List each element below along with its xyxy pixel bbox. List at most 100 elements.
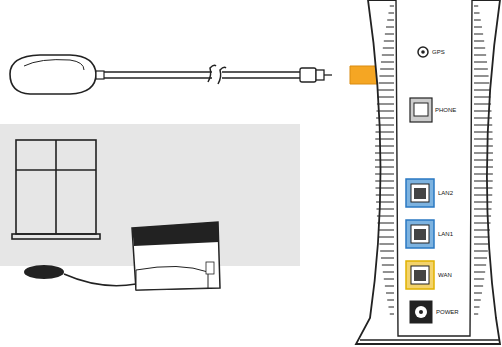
room-wall [0,124,300,266]
housing-rib [388,307,394,308]
housing-rib [390,6,394,7]
housing-rib [474,139,493,140]
housing-rib [474,146,493,147]
housing-rib [474,167,493,168]
housing-rib [474,209,492,210]
housing-rib [376,111,394,112]
housing-rib [474,223,491,224]
housing-rib [474,153,493,154]
housing-rib [474,69,488,70]
housing-rib [375,132,394,133]
housing-rib [387,300,394,301]
gps-port [418,47,428,57]
housing-rib [375,160,394,161]
housing-rib [377,104,394,105]
housing-rib [474,125,492,126]
router-housing [356,0,500,344]
lan2-port [406,179,434,207]
housing-rib [386,293,394,294]
housing-rib [474,300,481,301]
housing-rib [474,20,481,21]
housing-rib [375,167,394,168]
housing-rib [474,111,492,112]
housing-rib [474,244,489,245]
housing-rib [474,307,480,308]
housing-rib [376,209,394,210]
housing-rib [474,265,486,266]
cable-connector [300,68,332,82]
housing-rib [383,272,394,273]
housing-rib [474,132,493,133]
housing-rib [377,97,394,98]
lan1-port [406,220,434,248]
housing-rib [474,202,492,203]
power-port [410,301,432,323]
housing-rib [474,83,489,84]
housing-rib [376,195,394,196]
housing-rib [384,41,394,42]
housing-rib [474,230,490,231]
housing-rib [474,174,493,175]
housing-rib [474,97,491,98]
housing-rib [474,48,485,49]
housing-rib [384,279,394,280]
housing-rib [474,104,491,105]
housing-rib [474,27,482,28]
housing-rib [375,181,394,182]
housing-rib [379,76,394,77]
port-label: WAN [438,272,452,278]
housing-rib [382,265,394,266]
housing-rib [375,153,394,154]
housing-rib [474,251,488,252]
housing-rib [474,76,489,77]
housing-rib [474,160,493,161]
housing-rib [474,293,482,294]
router-small [132,222,220,290]
housing-rib [474,55,486,56]
housing-rib [385,286,394,287]
housing-rib [378,230,394,231]
housing-rib [375,139,394,140]
port-label: LAN1 [438,231,453,237]
housing-rib [381,62,394,63]
gps-antenna [10,55,104,94]
port-label: LAN2 [438,190,453,196]
housing-rib [378,90,394,91]
housing-rib [474,216,491,217]
housing-rib [474,118,492,119]
housing-rib [474,34,483,35]
housing-rib [380,69,394,70]
housing-rib [376,202,394,203]
housing-rib [387,20,394,21]
housing-rib [390,314,394,315]
housing-rib [375,188,394,189]
housing-rib [474,286,483,287]
port-label: PHONE [435,107,456,113]
housing-rib [379,237,394,238]
housing-rib [377,223,394,224]
wan-port [406,261,434,289]
housing-rib [474,62,487,63]
housing-rib [375,146,394,147]
housing-rib [379,83,394,84]
housing-rib [474,90,490,91]
housing-rib [474,6,478,7]
housing-rib [474,272,485,273]
port-label: POWER [436,309,459,315]
housing-rib [474,195,492,196]
housing-rib [388,13,394,14]
port-label: GPS [432,49,445,55]
housing-rib [474,258,487,259]
housing-rib [474,188,493,189]
housing-rib [474,314,478,315]
housing-rib [474,13,480,14]
housing-rib [379,244,394,245]
housing-rib [385,34,394,35]
housing-rib [382,55,394,56]
window [12,140,100,239]
antenna-cable [104,65,300,84]
housing-rib [380,251,394,252]
housing-rib [375,174,394,175]
